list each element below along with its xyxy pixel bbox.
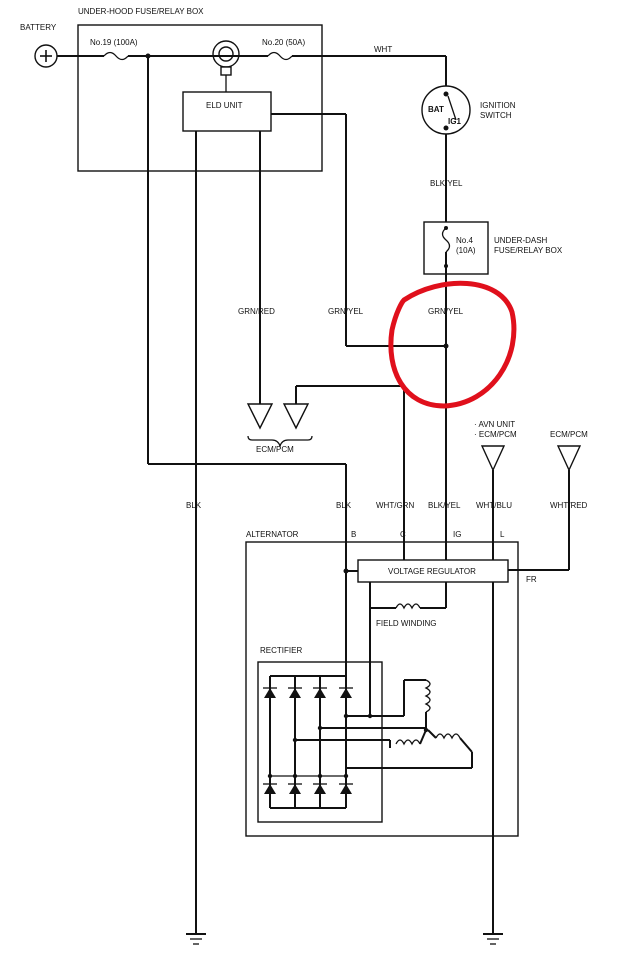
grn-red-label: GRN/RED	[238, 307, 275, 316]
connector-arrow-icon	[480, 445, 506, 472]
wht-blu-label: WHT/BLU	[476, 501, 512, 510]
diode-icon	[339, 687, 353, 698]
under-hood-fuse-box	[77, 24, 323, 172]
ground-icon	[483, 933, 503, 945]
eld-sensor-icon	[212, 40, 240, 92]
terminal-c-label: C	[400, 530, 406, 539]
diode-icon	[313, 687, 327, 698]
underdash-label-2: FUSE/RELAY BOX	[494, 246, 563, 255]
wht-wire-label: WHT	[374, 45, 392, 54]
fuse4-label-2: (10A)	[456, 246, 476, 255]
coil-icon	[435, 733, 461, 740]
battery-plus-icon	[34, 44, 58, 68]
ignition-label-2: SWITCH	[480, 111, 512, 120]
alternator-label: ALTERNATOR	[246, 530, 299, 539]
terminal-ig-label: IG	[453, 530, 461, 539]
diode-icon	[263, 783, 277, 794]
wht-grn-label: WHT/GRN	[376, 501, 414, 510]
blk-yel-ig-label: BLK/YEL	[428, 501, 461, 510]
rectifier-box	[257, 661, 383, 823]
bat-terminal-label: BAT	[428, 105, 444, 114]
coil-icon	[395, 603, 421, 610]
ecm-pcm-left-label: ECM/PCM	[256, 445, 294, 454]
connector-arrow-icon	[246, 403, 274, 430]
fuse-icon	[441, 227, 451, 253]
diode-icon	[263, 687, 277, 698]
fr-label: FR	[526, 575, 537, 584]
coil-icon	[395, 739, 421, 746]
wht-red-label: WHT/RED	[550, 501, 588, 510]
red-circle-annotation	[388, 280, 517, 409]
under-dash-fuse-box	[423, 221, 489, 275]
blk-yel-top-label: BLK/YEL	[430, 179, 463, 188]
eld-unit-label: ELD UNIT	[206, 101, 243, 110]
rectifier-label: RECTIFIER	[260, 646, 302, 655]
ig1-terminal-label: IG1	[448, 117, 461, 126]
ecm-pcm-right-label: ECM/PCM	[550, 430, 588, 439]
diode-icon	[339, 783, 353, 794]
terminal-b-label: B	[351, 530, 356, 539]
avn-label-1: · AVN UNIT	[474, 420, 515, 429]
fuse20-label: No.20 (50A)	[262, 38, 305, 47]
blk-left-label: BLK	[186, 501, 202, 510]
diode-icon	[313, 783, 327, 794]
coil-icon	[424, 679, 431, 713]
connector-arrow-icon	[282, 403, 310, 430]
fuse-icon	[103, 51, 129, 61]
fuse19-label: No.19 (100A)	[90, 38, 138, 47]
fuse4-label-1: No.4	[456, 236, 473, 245]
ignition-label-1: IGNITION	[480, 101, 516, 110]
battery-label: BATTERY	[20, 23, 57, 32]
voltage-regulator-label: VOLTAGE REGULATOR	[388, 567, 476, 576]
ground-icon	[186, 933, 206, 945]
blk-b-label: BLK	[336, 501, 352, 510]
grn-yel-right-label: GRN/YEL	[428, 307, 464, 316]
field-winding-label: FIELD WINDING	[376, 619, 436, 628]
connector-arrow-icon	[556, 445, 582, 472]
terminal-l-label: L	[500, 530, 505, 539]
grn-yel-left-label: GRN/YEL	[328, 307, 364, 316]
alternator-box	[245, 541, 519, 837]
fuse-box-title: UNDER-HOOD FUSE/RELAY BOX	[78, 7, 204, 16]
diode-icon	[288, 783, 302, 794]
diode-icon	[288, 687, 302, 698]
underdash-label-1: UNDER-DASH	[494, 236, 548, 245]
avn-label-2: · ECM/PCM	[474, 430, 517, 439]
fuse-icon	[267, 51, 293, 61]
eld-unit-box	[182, 91, 272, 132]
